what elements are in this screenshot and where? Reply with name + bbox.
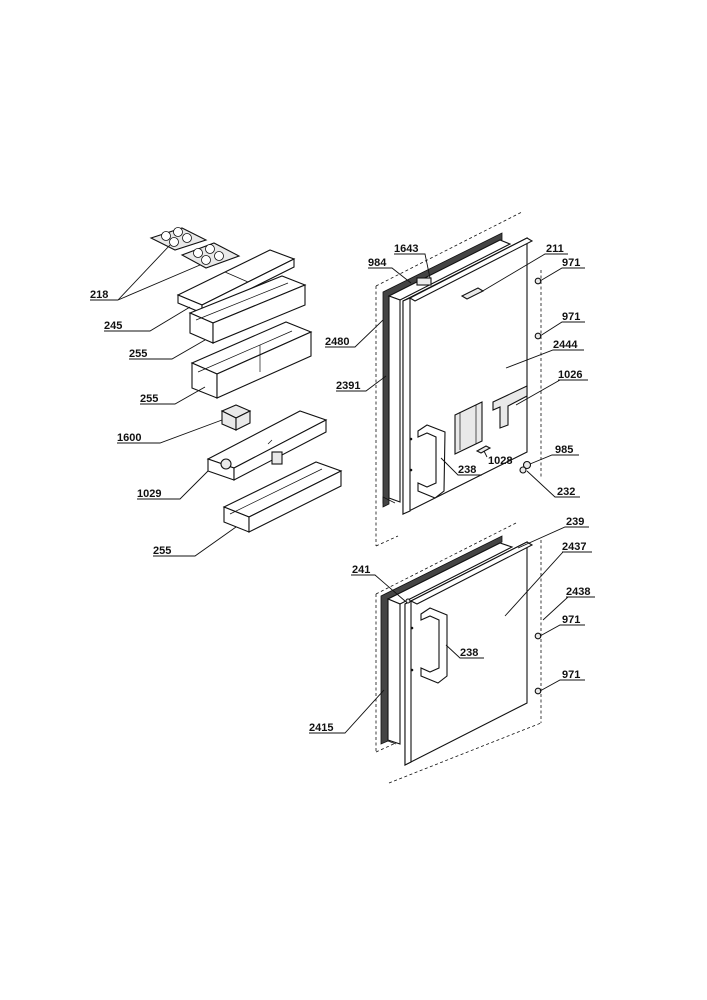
- label-1028: 1028: [488, 455, 512, 467]
- label-2438: 2438: [566, 586, 590, 598]
- label-1026: 1026: [558, 369, 582, 381]
- label-1029: 1029: [137, 488, 161, 500]
- label-984: 984: [368, 257, 387, 269]
- label-255-c: 255: [153, 545, 171, 557]
- label-211: 211: [546, 243, 564, 255]
- label-2415: 2415: [309, 722, 333, 734]
- label-255-a: 255: [129, 348, 147, 360]
- label-2480: 2480: [325, 336, 349, 348]
- label-238-b: 238: [460, 647, 478, 659]
- label-985: 985: [555, 444, 573, 456]
- label-245: 245: [104, 320, 122, 332]
- label-971-a: 971: [562, 257, 580, 269]
- label-971-b: 971: [562, 311, 580, 323]
- balcony-shelf-255-deep: [190, 321, 313, 399]
- egg-tray-upper: [149, 227, 208, 251]
- lower-door-panel: [404, 541, 534, 766]
- part-labels: 218 245 255 255 1600 1029 255 1643 211 9…: [90, 243, 595, 734]
- balcony-shelf-255-upper: [188, 275, 307, 344]
- label-2444: 2444: [553, 339, 578, 351]
- small-box-1600: [220, 404, 252, 431]
- screw-971-d: [534, 687, 542, 695]
- label-218: 218: [90, 289, 108, 301]
- label-238-a: 238: [458, 464, 476, 476]
- label-1643: 1643: [394, 243, 418, 255]
- label-239: 239: [566, 516, 584, 528]
- label-2391: 2391: [336, 380, 360, 392]
- label-971-d: 971: [562, 669, 580, 681]
- balcony-shelf-255-lower: [222, 461, 343, 533]
- shelf-1029: [206, 410, 328, 481]
- label-971-c: 971: [562, 614, 580, 626]
- label-241: 241: [352, 564, 370, 576]
- label-255-b: 255: [140, 393, 158, 405]
- screw-971-a: [534, 277, 542, 285]
- egg-tray-lower: [180, 242, 241, 269]
- label-1600: 1600: [117, 432, 141, 444]
- screw-971-b: [534, 332, 542, 340]
- label-2437: 2437: [562, 541, 586, 553]
- screw-971-c: [534, 632, 542, 640]
- upper-door-panel: [402, 237, 534, 515]
- lower-door-liner: [386, 542, 514, 745]
- label-232: 232: [557, 486, 575, 498]
